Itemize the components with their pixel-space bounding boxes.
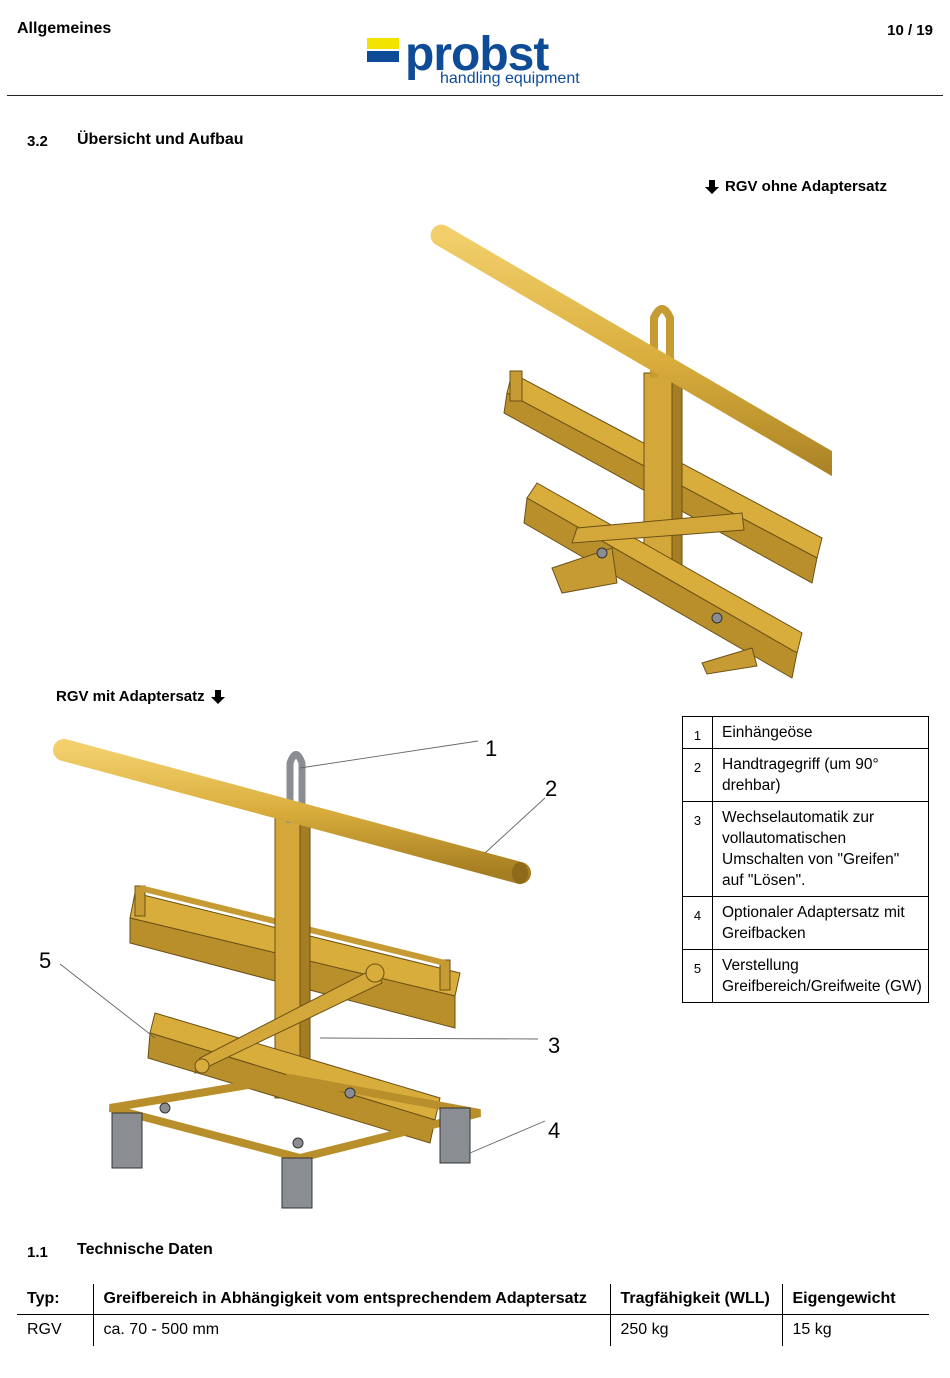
cell-grip-range: ca. 70 - 500 mm bbox=[92, 1314, 610, 1346]
column-header-weight: Eigengewicht bbox=[781, 1284, 929, 1315]
legend-number: 4 bbox=[682, 896, 713, 950]
legend-text: Optionaler Adaptersatz mit Greifbacken bbox=[712, 896, 929, 950]
callout-4: 4 bbox=[548, 1118, 560, 1143]
section-number: 1.1 bbox=[27, 1244, 48, 1261]
caption-without-adapter: RGV ohne Adaptersatz bbox=[704, 178, 887, 195]
figure-rgv-with-adapter: 1 2 3 4 5 bbox=[39, 736, 560, 1209]
table-header-row: Typ: Greifbereich in Abhängigkeit vom en… bbox=[17, 1284, 929, 1315]
arrow-down-icon bbox=[705, 179, 719, 194]
caption-text: RGV ohne Adaptersatz bbox=[725, 178, 887, 195]
figure-rgv-without-adapter bbox=[430, 224, 832, 679]
header-section-title: Allgemeines bbox=[17, 20, 112, 37]
legend-row: 1 Einhängeöse bbox=[682, 716, 929, 749]
callout-2: 2 bbox=[545, 776, 557, 801]
legend-row: 3 Wechselautomatik zur vollautomatischen… bbox=[682, 801, 929, 897]
legend-text: Wechselautomatik zur vollautomatischen U… bbox=[712, 801, 929, 897]
callout-3: 3 bbox=[548, 1033, 560, 1058]
caption-with-adapter: RGV mit Adaptersatz bbox=[56, 688, 226, 705]
cell-type: RGV bbox=[27, 1321, 62, 1339]
cell-weight: 15 kg bbox=[781, 1314, 929, 1346]
column-header-grip-range: Greifbereich in Abhängigkeit vom entspre… bbox=[92, 1284, 610, 1315]
section-title: Technische Daten bbox=[77, 1241, 213, 1258]
arrow-down-icon bbox=[210, 689, 225, 704]
column-header-type: Typ: bbox=[17, 1284, 93, 1315]
legend-row: 2 Handtragegriff (um 90° drehbar) bbox=[682, 748, 929, 802]
legend-number: 5 bbox=[682, 949, 713, 1003]
legend-row: 5 Verstellung Greifbereich/Greifweite (G… bbox=[682, 949, 929, 1003]
legend-text: Einhängeöse bbox=[712, 716, 929, 749]
column-header-capacity: Tragfähigkeit (WLL) bbox=[609, 1284, 782, 1315]
callout-5: 5 bbox=[39, 948, 51, 973]
logo-tagline: handling equipment bbox=[440, 70, 580, 87]
section-number: 3.2 bbox=[27, 133, 48, 150]
legend-number: 2 bbox=[682, 748, 713, 802]
header-divider bbox=[7, 95, 943, 96]
logo-wordmark: probst bbox=[405, 28, 549, 81]
page-number: 10 / 19 bbox=[887, 22, 933, 39]
legend-number: 1 bbox=[682, 716, 713, 749]
legend-number: 3 bbox=[682, 801, 713, 897]
legend-table: 1 Einhängeöse 2 Handtragegriff (um 90° d… bbox=[682, 716, 929, 1003]
legend-text: Handtragegriff (um 90° drehbar) bbox=[712, 748, 929, 802]
probst-logo: probst handling equipment bbox=[367, 28, 580, 87]
callout-1: 1 bbox=[485, 736, 497, 761]
legend-row: 4 Optionaler Adaptersatz mit Greifbacken bbox=[682, 896, 929, 950]
cell-capacity: 250 kg bbox=[609, 1314, 782, 1346]
legend-text: Verstellung Greifbereich/Greifweite (GW) bbox=[712, 949, 929, 1003]
table-row: RGV ca. 70 - 500 mm 250 kg 15 kg bbox=[17, 1314, 929, 1346]
caption-text: RGV mit Adaptersatz bbox=[56, 688, 205, 705]
section-title: Übersicht und Aufbau bbox=[77, 131, 244, 148]
technical-data-table: Typ: Greifbereich in Abhängigkeit vom en… bbox=[17, 1284, 929, 1346]
